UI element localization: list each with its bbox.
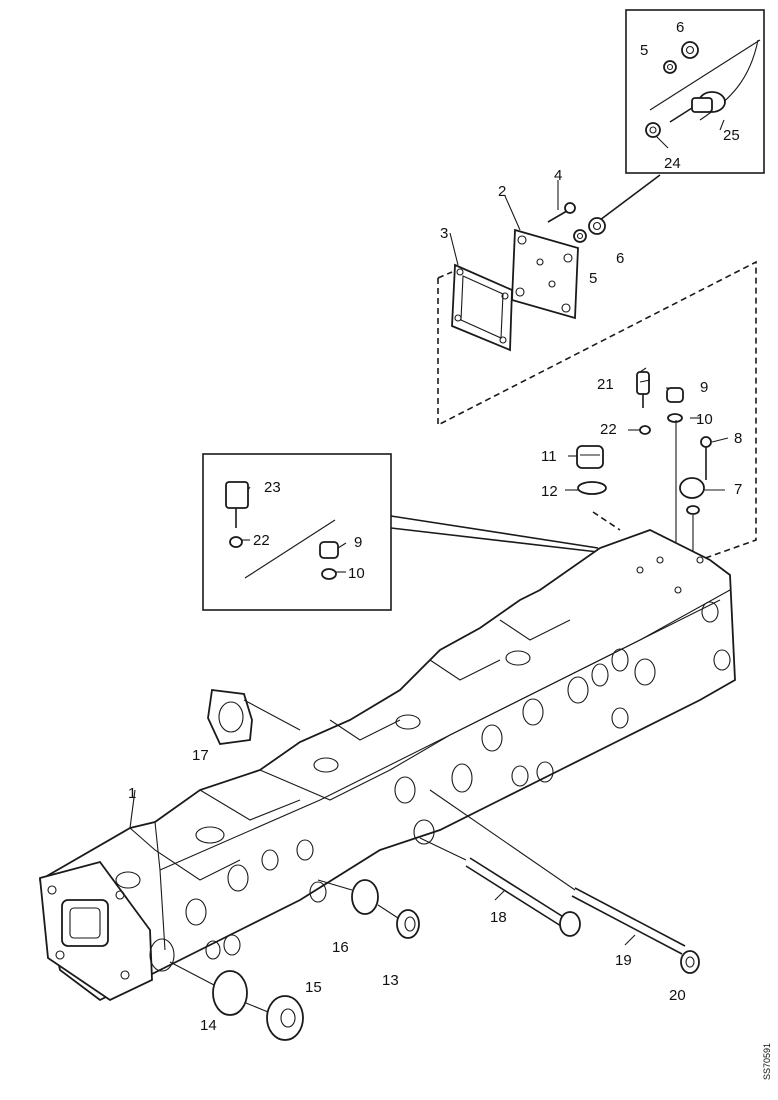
- callout-16: 16: [332, 939, 349, 956]
- sensor-part-21: [636, 367, 650, 408]
- callout-22-inset: 22: [253, 532, 270, 549]
- exhaust-manifold-part-1: [38, 529, 736, 1002]
- nut-part-24: [645, 122, 661, 138]
- sensor-part-25: [669, 91, 726, 123]
- cover-part-15: [266, 995, 304, 1041]
- callout-labels: 1 2 3 4 5 5 6 6 7 8 9 9 10 10 11 12 13 1…: [128, 19, 742, 1034]
- washer-part-22-inset: [229, 536, 243, 548]
- gasket-part-17: [207, 688, 253, 745]
- o-ring-part-14: [212, 970, 248, 1016]
- sensor-part-23-inset: [225, 481, 249, 528]
- washer-part-5: [573, 229, 587, 243]
- callout-2: 2: [498, 183, 506, 200]
- callout-10-inset: 10: [348, 565, 365, 582]
- callout-15: 15: [305, 979, 322, 996]
- o-ring-part-16: [351, 879, 379, 915]
- callout-24: 24: [664, 155, 681, 172]
- detail-inset-sensor: [625, 9, 765, 174]
- callout-5: 5: [589, 270, 597, 287]
- cover-part-13: [396, 909, 420, 939]
- washer-part-5-inset: [663, 60, 677, 74]
- callout-19: 19: [615, 952, 632, 969]
- callout-11: 11: [541, 448, 557, 465]
- plug-part-9-inset: [319, 541, 339, 559]
- screw-part-4: [547, 202, 576, 223]
- callout-7: 7: [734, 481, 742, 498]
- o-ring-part-12: [577, 481, 607, 495]
- callout-13: 13: [382, 972, 399, 989]
- callout-6: 6: [616, 250, 624, 267]
- callout-9-inset: 9: [354, 534, 362, 551]
- callout-17: 17: [192, 747, 209, 764]
- washer-part-10-inset: [321, 568, 337, 580]
- callout-10: 10: [696, 411, 713, 428]
- callout-3: 3: [440, 225, 448, 242]
- cover-plate-part-2: [511, 228, 579, 320]
- callout-12: 12: [541, 483, 558, 500]
- callout-4: 4: [554, 167, 562, 184]
- screw-part-8: [700, 436, 712, 480]
- callout-1: 1: [128, 785, 136, 802]
- callout-9: 9: [700, 379, 708, 396]
- stud-part-19: [571, 887, 686, 955]
- washer-part-22: [639, 425, 651, 435]
- gasket-part-3: [451, 263, 513, 352]
- nut-part-6-inset: [681, 41, 699, 59]
- callout-8: 8: [734, 430, 742, 447]
- callout-5-inset: 5: [640, 42, 648, 59]
- callout-18: 18: [490, 909, 507, 926]
- callout-21: 21: [597, 376, 614, 393]
- washer-part-10: [667, 413, 683, 423]
- callout-22: 22: [600, 421, 617, 438]
- callout-23: 23: [264, 479, 281, 496]
- reference-code: SS70591: [762, 1043, 772, 1080]
- callout-6-inset: 6: [676, 19, 684, 36]
- nut-part-6: [588, 217, 606, 235]
- callout-20: 20: [669, 987, 686, 1004]
- bolt-part-18: [465, 857, 581, 937]
- detail-inset-fittings: [202, 453, 392, 611]
- leader-lines: [129, 119, 729, 946]
- plug-part-11: [576, 445, 604, 469]
- plug-part-9: [666, 387, 684, 403]
- callout-14: 14: [200, 1017, 217, 1034]
- fitting-part-7: [679, 477, 705, 515]
- nut-part-20: [680, 950, 700, 974]
- callout-25: 25: [723, 127, 740, 144]
